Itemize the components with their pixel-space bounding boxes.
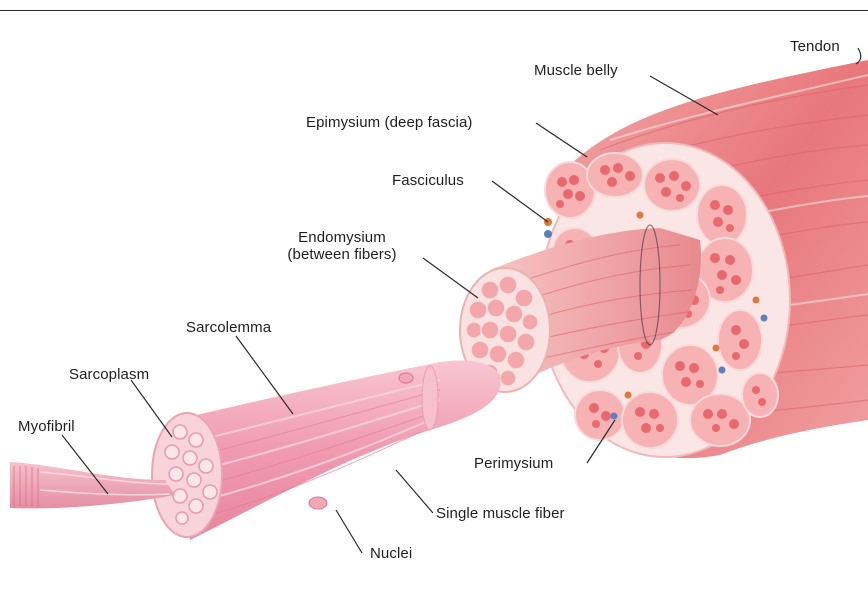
label-sarcoplasm: Sarcoplasm	[69, 366, 149, 383]
label-perimysium: Perimysium	[474, 455, 553, 472]
tendon-marker-icon	[856, 48, 861, 64]
label-endomysium-line2: (between fibers)	[266, 246, 418, 263]
label-muscle-belly: Muscle belly	[534, 62, 618, 79]
fiber-cross-section	[152, 413, 222, 537]
label-endomysium: Endomysium (between fibers)	[266, 229, 418, 263]
label-nuclei: Nuclei	[370, 545, 412, 562]
label-fasciculus: Fasciculus	[392, 172, 464, 189]
myofibril-shape	[10, 462, 175, 508]
label-endomysium-line1: Endomysium	[266, 229, 418, 246]
label-epimysium: Epimysium (deep fascia)	[306, 114, 473, 131]
label-sarcolemma: Sarcolemma	[186, 319, 271, 336]
label-tendon: Tendon	[790, 38, 840, 55]
label-myofibril: Myofibril	[18, 418, 75, 435]
label-single-muscle-fiber: Single muscle fiber	[436, 505, 565, 522]
